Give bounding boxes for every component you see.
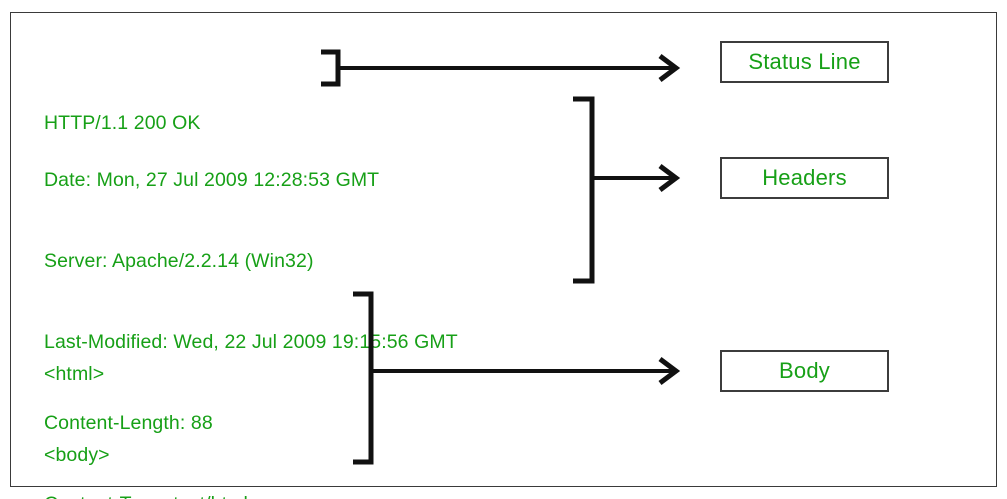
- diagram-frame: [10, 12, 997, 487]
- header-row-last-modified: Last-Modified: Wed, 22 Jul 2009 19:15:56…: [44, 331, 458, 353]
- label-box-headers-text: Headers: [762, 165, 847, 190]
- label-box-status-line: Status Line: [720, 41, 889, 83]
- label-box-body: Body: [720, 350, 889, 392]
- status-line-text-block: HTTP/1.1 200 OK: [44, 56, 200, 191]
- status-line-row: HTTP/1.1 200 OK: [44, 112, 201, 134]
- label-box-status-line-text: Status Line: [748, 49, 861, 74]
- header-row-date: Date: Mon, 27 Jul 2009 12:28:53 GMT: [44, 169, 380, 191]
- header-row-content-type: Content-Type: text/html: [44, 491, 458, 499]
- body-row-html-open: <html>: [44, 363, 105, 385]
- header-row-server: Server: Apache/2.2.14 (Win32): [44, 250, 314, 272]
- body-text-block: <html> <body> <h1>Hello, World!</h1> </b…: [44, 307, 252, 499]
- header-row-content-length: Content-Length: 88: [44, 412, 213, 434]
- label-box-body-text: Body: [779, 358, 830, 383]
- body-row-body-open: <body>: [44, 444, 110, 466]
- label-box-headers: Headers: [720, 157, 889, 199]
- headers-text-block: Date: Mon, 27 Jul 2009 12:28:53 GMT Serv…: [44, 113, 458, 499]
